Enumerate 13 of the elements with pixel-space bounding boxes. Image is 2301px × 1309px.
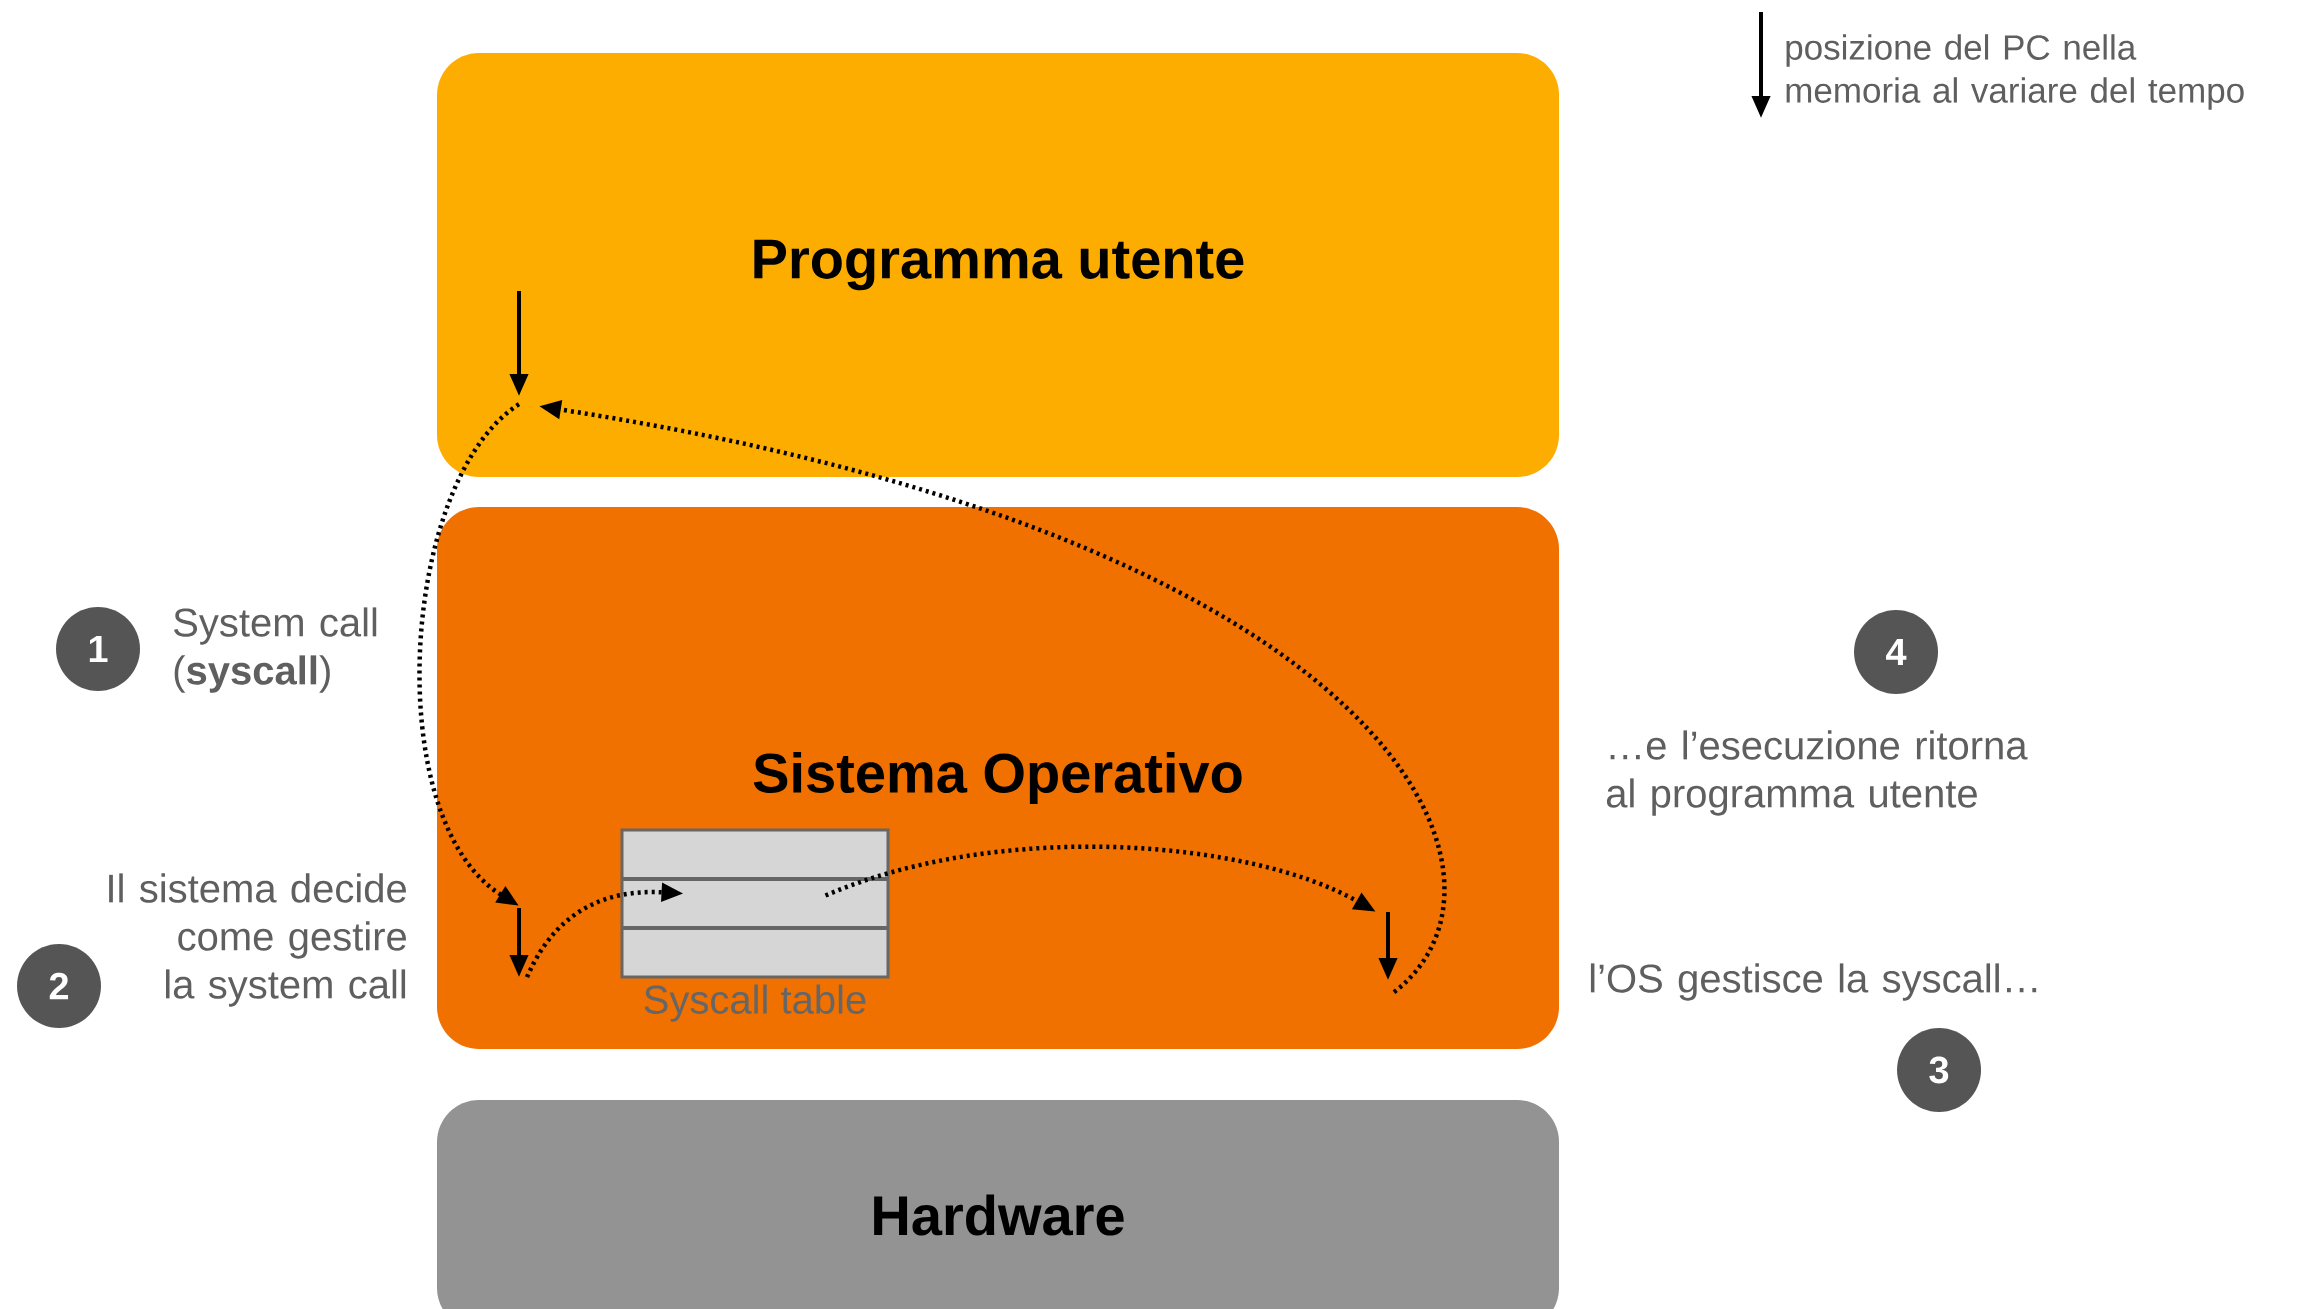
- step-number: 1: [56, 607, 140, 691]
- layer-box: Programma utente: [437, 53, 1559, 477]
- node-label: Syscall table: [644, 984, 866, 1022]
- step-number: 4: [1854, 610, 1939, 694]
- step-description: l’OS gestisce la syscall…: [1590, 963, 2037, 1001]
- step-description: System call (syscall): [174, 607, 377, 693]
- syscall-table: Syscall table: [620, 828, 890, 1022]
- step-number: 2: [17, 944, 101, 1028]
- step-number: 3: [1897, 1028, 1982, 1112]
- step-description: Il sistema decide come gestire la system call: [109, 873, 406, 1007]
- step-description: …e l’esecuzione ritorna al programma utente: [1606, 730, 2028, 816]
- layer-box: Hardware: [437, 1100, 1559, 1309]
- legend-text: posizione del PC nella memoria al variare del tempo: [1786, 34, 2244, 110]
